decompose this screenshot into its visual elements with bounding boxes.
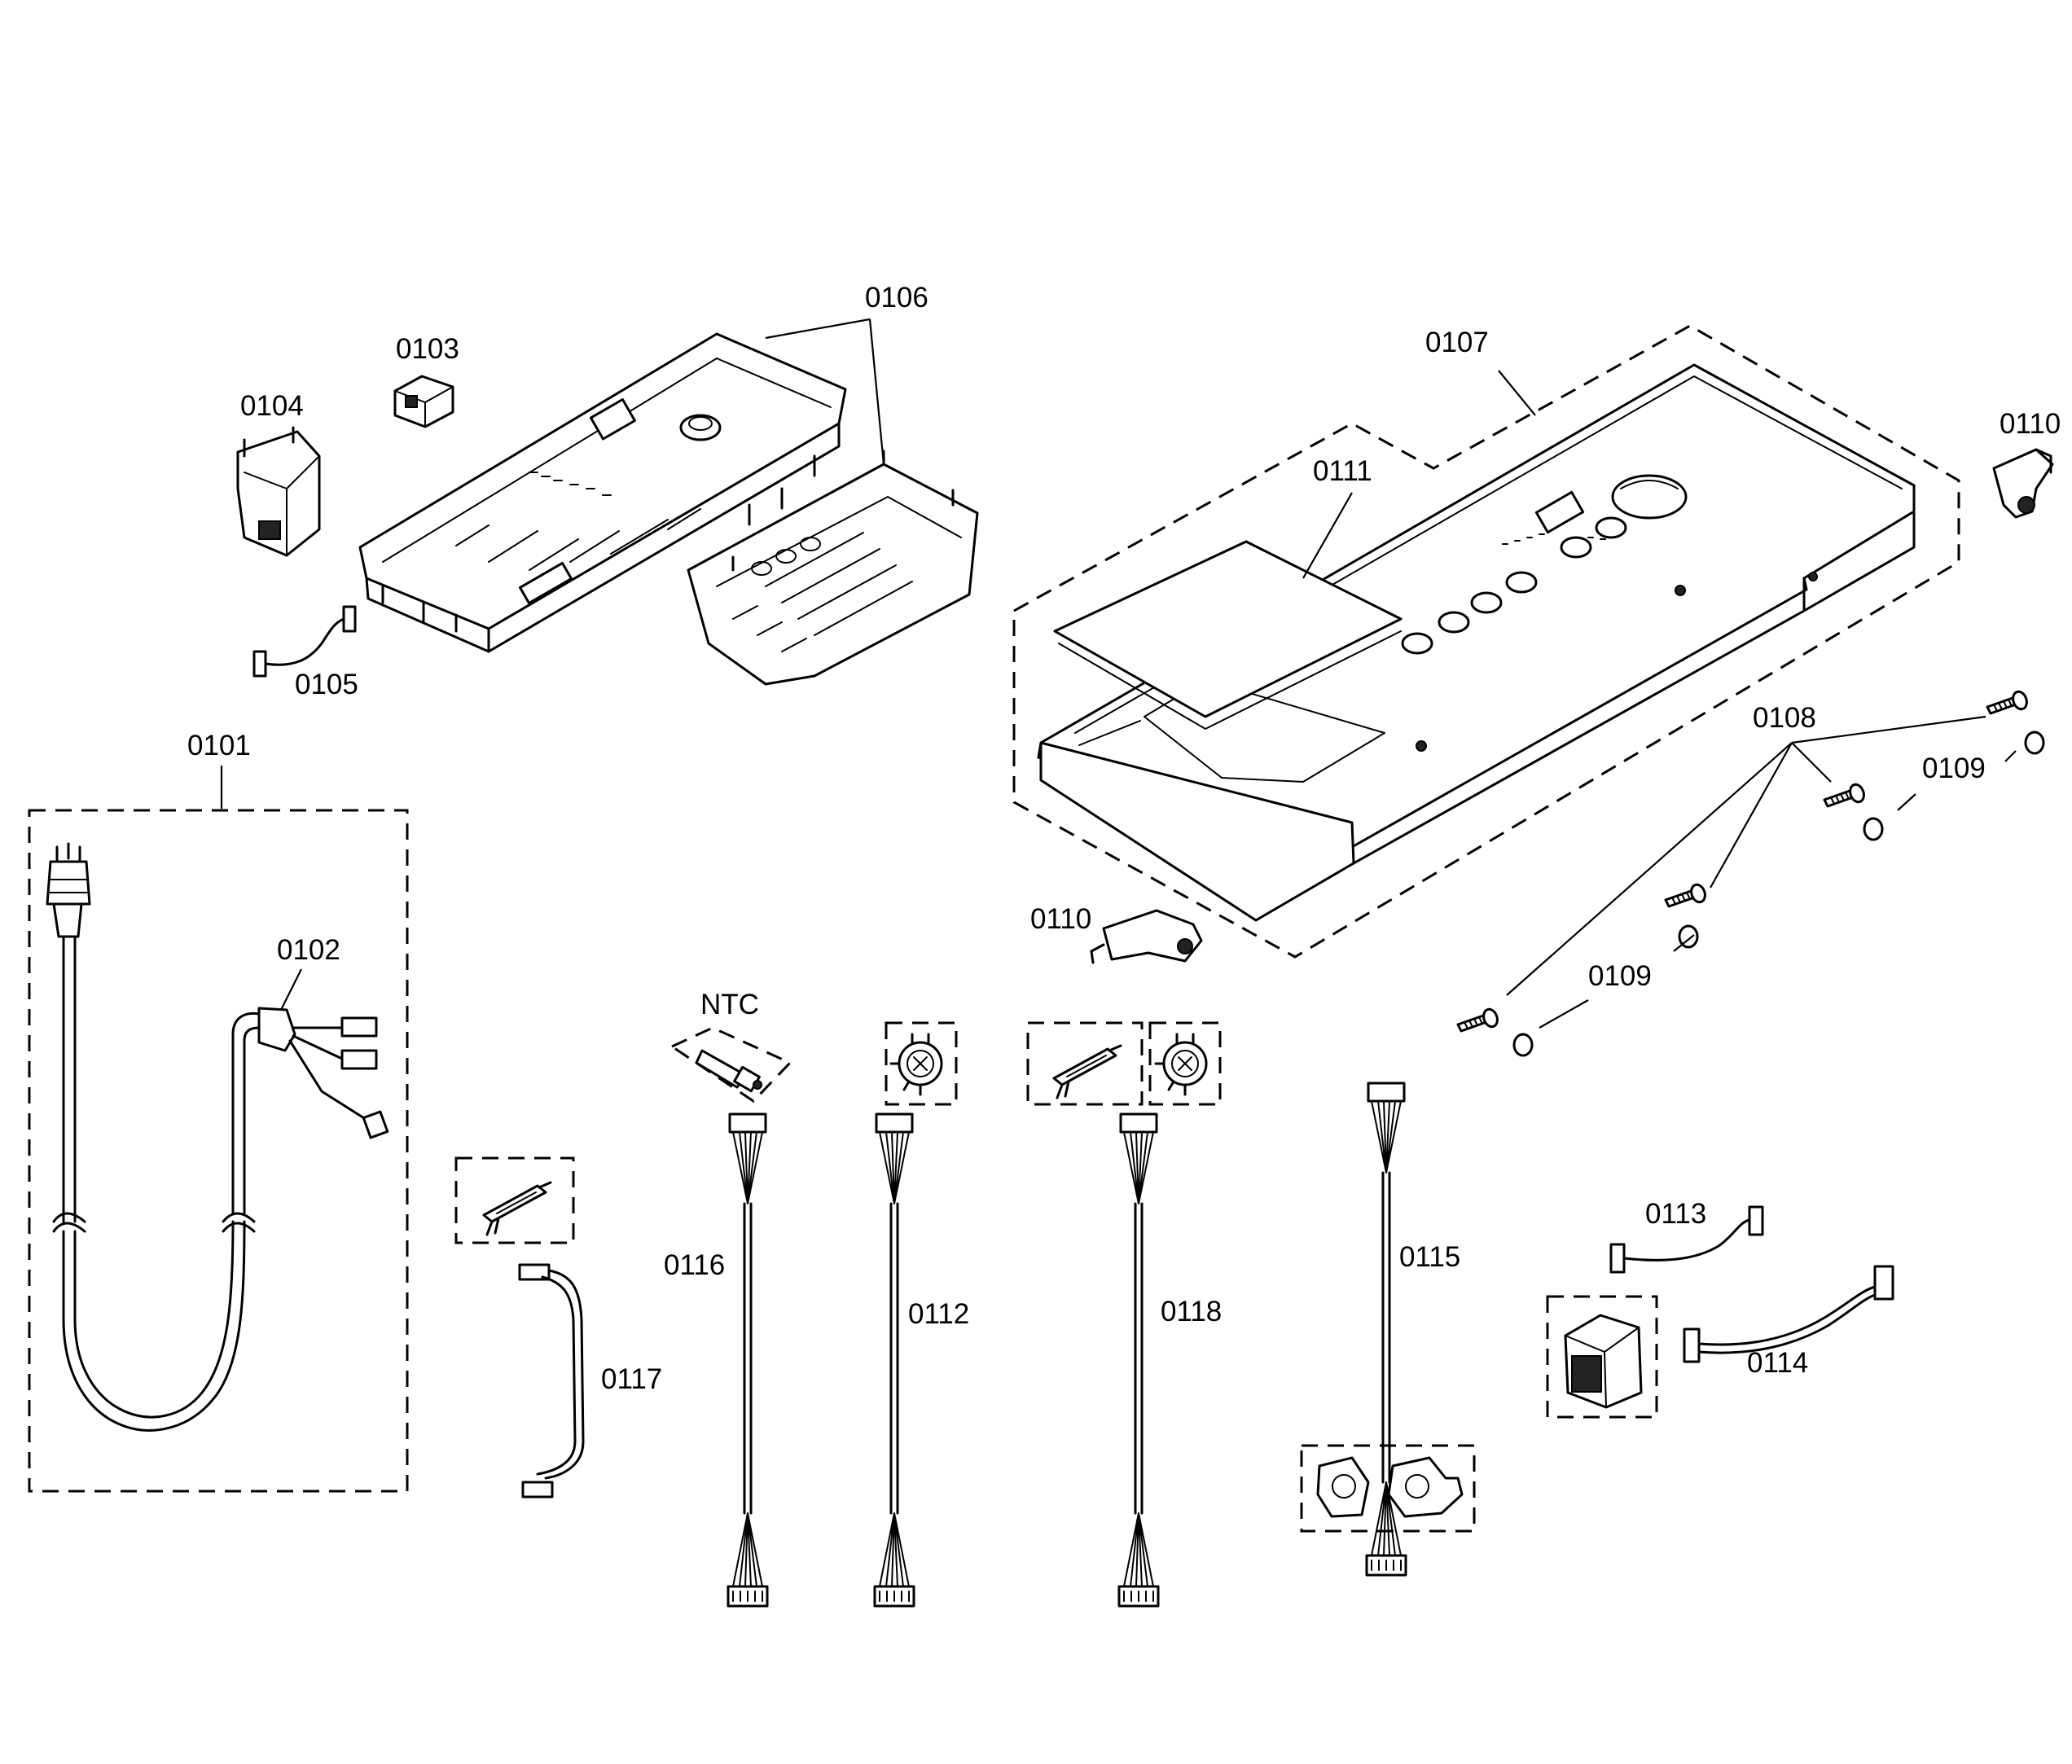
label-0118: 0118 [1161, 1296, 1222, 1327]
front-panel-part [1037, 363, 1916, 922]
power-cord-group-box [28, 809, 409, 1493]
label-0114: 0114 [1747, 1347, 1808, 1379]
harness-0117 [518, 1263, 585, 1499]
ntc-sensor-part [695, 1049, 762, 1093]
label-0107: 0107 [1425, 327, 1489, 358]
front-panel-group-box [1012, 324, 1960, 959]
label-0116: 0116 [664, 1249, 725, 1281]
filter-part [236, 426, 321, 557]
valves-part [1316, 1456, 1464, 1518]
control-module-part [358, 332, 847, 653]
label-0109-right: 0109 [1922, 753, 1986, 784]
cable-0113 [1609, 1205, 1764, 1274]
label-0112: 0112 [908, 1298, 969, 1330]
label-0117: 0117 [601, 1363, 662, 1395]
pressure-sensor-box-1 [885, 1021, 958, 1106]
label-0104: 0104 [240, 390, 304, 422]
label-0113: 0113 [1645, 1198, 1706, 1230]
label-0105: 0105 [295, 669, 358, 700]
heater-box-0117 [454, 1156, 575, 1244]
harness-0116 [727, 1112, 769, 1608]
valves-box [1300, 1444, 1476, 1533]
module-cover-part [687, 450, 979, 686]
label-0106: 0106 [865, 282, 928, 314]
cord-connector-part [257, 1007, 389, 1139]
cable-0114 [1683, 1265, 1894, 1363]
power-cord-part [46, 842, 261, 1432]
label-0110-mid: 0110 [1030, 903, 1091, 935]
harness-0112 [873, 1112, 915, 1608]
door-lock-part [1564, 1314, 1643, 1409]
heater-box [1026, 1021, 1144, 1106]
harness-0118 [1117, 1112, 1160, 1608]
label-0115: 0115 [1399, 1241, 1460, 1273]
small-connector-block-part [393, 375, 454, 428]
label-0103: 0103 [396, 333, 459, 365]
ntc-box [669, 1026, 792, 1103]
label-0101: 0101 [187, 730, 251, 761]
label-0108: 0108 [1753, 702, 1816, 734]
overlay-sheet-part [1053, 540, 1403, 730]
jumper-cable-part [252, 605, 357, 678]
label-0102: 0102 [277, 934, 340, 966]
label-0109-mid: 0109 [1588, 960, 1652, 992]
label-0110-right: 0110 [2000, 408, 2061, 440]
label-0111: 0111 [1313, 455, 1372, 487]
clip-middle-part [1090, 909, 1203, 964]
label-ntc: NTC [700, 989, 759, 1020]
pressure-sensor-box-2 [1148, 1021, 1222, 1106]
clip-right-part [1992, 448, 2054, 519]
door-lock-box [1546, 1295, 1658, 1419]
